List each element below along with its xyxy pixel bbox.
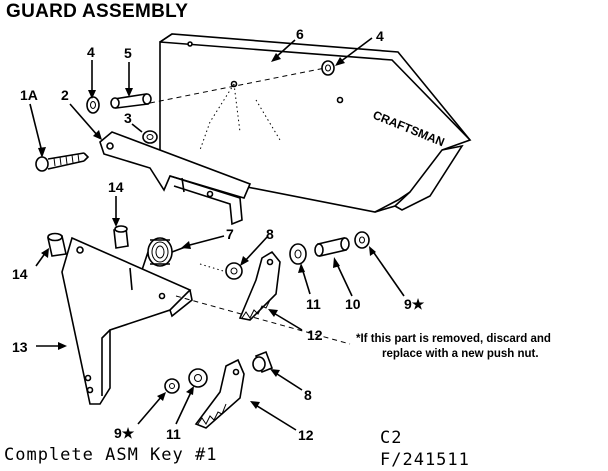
bushing-14-upper bbox=[113, 225, 129, 249]
latch-12-lower bbox=[194, 358, 245, 429]
callout-4-left: 4 bbox=[87, 44, 95, 60]
callout-8-lower: 8 bbox=[304, 387, 312, 403]
callout-11-lower: 11 bbox=[166, 426, 181, 442]
latch-12-upper bbox=[238, 250, 281, 321]
push-nut-4-left bbox=[86, 96, 100, 114]
callout-1a: 1A bbox=[20, 87, 38, 103]
callout-3: 3 bbox=[124, 110, 132, 126]
diagram-title: GUARD ASSEMBLY bbox=[6, 1, 189, 22]
spacer-8-upper bbox=[225, 262, 243, 280]
callout-6: 6 bbox=[296, 26, 304, 42]
push-nut-4-right bbox=[321, 60, 335, 76]
replacement-note: *If this part is removed, discard and re… bbox=[356, 332, 606, 362]
callout-12-upper: 12 bbox=[307, 327, 323, 343]
callout-8-upper: 8 bbox=[266, 226, 274, 242]
side-plate-13 bbox=[61, 236, 193, 405]
note-line-2: replace with a new push nut. bbox=[382, 348, 539, 360]
screw-1a bbox=[35, 152, 90, 172]
callout-11-upper: 11 bbox=[306, 296, 321, 312]
assembly-key-label: Complete ASM Key #1 bbox=[4, 445, 218, 465]
guard-plate: CRAFTSMAN bbox=[159, 33, 472, 213]
washer-11-lower bbox=[188, 368, 208, 388]
callout-14-upper: 14 bbox=[108, 179, 124, 195]
guard-bracket bbox=[99, 131, 252, 226]
callout-7: 7 bbox=[226, 226, 234, 242]
callout-9-upper: 9★ bbox=[404, 296, 425, 312]
leader-lines bbox=[29, 37, 405, 431]
callout-4-right: 4 bbox=[376, 28, 384, 44]
callout-12-lower: 12 bbox=[298, 427, 314, 443]
callout-2: 2 bbox=[61, 87, 69, 103]
washer-11-upper bbox=[289, 243, 307, 265]
pivot-pin-10 bbox=[314, 237, 350, 257]
push-nut-9-upper bbox=[354, 231, 370, 249]
push-nut-9-lower bbox=[164, 378, 180, 394]
figure-number: F/241511 bbox=[380, 450, 470, 470]
note-line-1: *If this part is removed, discard and bbox=[356, 333, 551, 345]
callout-5: 5 bbox=[124, 45, 132, 61]
callout-9-lower: 9★ bbox=[114, 425, 135, 441]
nut-3 bbox=[142, 130, 158, 144]
spacer-5 bbox=[110, 93, 152, 109]
spacer-8-lower bbox=[252, 350, 274, 374]
callout-13: 13 bbox=[12, 339, 28, 355]
callout-14-lower: 14 bbox=[12, 266, 28, 282]
page-code: C2 bbox=[380, 428, 403, 448]
callout-10: 10 bbox=[345, 296, 361, 312]
bushing-14-lower bbox=[47, 232, 67, 257]
